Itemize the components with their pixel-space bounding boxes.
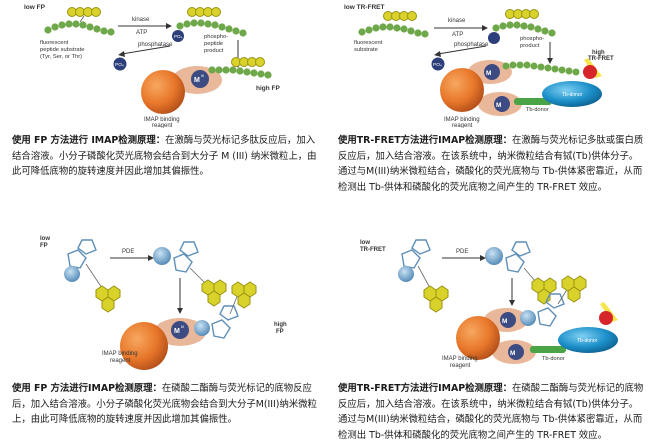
cyclic-nucleotide <box>398 239 449 313</box>
phosphate-icon <box>172 30 184 42</box>
caption-trfret-kinase: 使用TR-FRET方法进行IMAP检测原理：在激酶与荧光标记多肽或蛋白质反应后，… <box>338 133 646 195</box>
pde-label: PDE <box>456 249 468 255</box>
bound-peptide <box>502 61 580 76</box>
imap-bead: M III <box>141 66 222 114</box>
fluor-tag <box>95 285 121 313</box>
svg-text:M: M <box>486 70 491 77</box>
pde-label: PDE <box>122 249 134 255</box>
linear-product <box>485 241 557 305</box>
bound-product <box>520 275 587 327</box>
high-fp-label-2: FP <box>276 329 284 335</box>
panel-fp-pde: low FP PDE <box>0 223 326 446</box>
product-peptide: PO₄ <box>172 7 247 42</box>
caption-body: 在激酶与荧光标记多肽反应后，加入结合溶液。小分子磷酸化荧光底物会结合到大分子 M… <box>12 135 317 177</box>
bound-product <box>194 281 257 339</box>
reagent-label-2: reagent <box>152 123 173 128</box>
svg-text:M: M <box>510 350 515 357</box>
caption-title: 使用TR-FRET方法进行IMAP检测原理： <box>338 383 512 394</box>
reagent-label-2: reagent <box>452 123 473 128</box>
panel-fp-kinase: low FP fluorescent peptide substrate (Ty… <box>0 0 326 223</box>
substrate-peptide <box>358 11 429 38</box>
phosphatase-label: phosphatase <box>138 42 173 48</box>
high-fp-label: high FP <box>256 85 280 92</box>
reagent-label-1: IMAP binding <box>442 356 478 362</box>
product-label-1: phospho- <box>204 34 228 40</box>
fret-signal <box>599 302 618 325</box>
kinase-label: kinase <box>448 18 466 24</box>
product-label-2: peptide <box>204 41 223 47</box>
svg-text:PO₄: PO₄ <box>174 34 183 39</box>
high-fp-label-1: high <box>274 322 287 328</box>
figure-trfret-kinase: low TR-FRET fluorescent substrate <box>340 0 630 128</box>
low-fp-label: low FP <box>24 4 46 11</box>
substrate-label-1: fluorescent <box>354 40 383 46</box>
substrate-label-3: (Tyr, Ser, or Thr) <box>40 54 82 60</box>
caption-body: 在磷酸二酯酶与荧光标记的底物反应后，加入结合溶液。小分子磷酸化荧光底物会结合到大… <box>12 383 317 425</box>
bound-peptide <box>208 57 272 79</box>
fret-signal <box>583 58 602 79</box>
low-fp-label-1: low <box>40 236 50 242</box>
reagent-label-2: reagent <box>450 363 471 369</box>
caption-title: 使用 FP 方法进行 IMAP检测原理： <box>12 135 166 146</box>
substrate-label-2: substrate <box>354 47 378 53</box>
low-trfret-label: low TR-FRET <box>344 4 384 11</box>
cyclic-nucleotide <box>64 239 103 289</box>
reagent-label-1: IMAP binding <box>444 117 480 123</box>
svg-text:III: III <box>201 73 204 78</box>
panel-trfret-pde: low TR-FRET PDE <box>326 223 652 446</box>
product-label-2: product <box>520 43 540 49</box>
linear-product <box>153 241 227 307</box>
substrate-label-2: peptide substrate <box>40 47 84 53</box>
svg-text:M: M <box>502 318 507 325</box>
caption-title: 使用 FP 方法进行IMAP检测原理： <box>12 383 162 394</box>
atp-label: ATP <box>136 30 147 36</box>
caption-body: 在磷酸二酯酶与荧光标记的底物反应后，加入结合溶液。在该系统中，纳米微粒结合有铽(… <box>338 383 644 441</box>
imap-bead: M M <box>456 308 536 364</box>
svg-text:Tb-donor: Tb-donor <box>577 338 598 344</box>
po4-text: PO₄ <box>115 62 124 68</box>
svg-text:M: M <box>496 102 501 109</box>
high-trfret-label-1: high <box>592 50 605 56</box>
high-trfret-label-2: TR-FRET <box>588 56 614 62</box>
caption-fp-kinase: 使用 FP 方法进行 IMAP检测原理：在激酶与荧光标记多肽反应后，加入结合溶液… <box>12 133 317 180</box>
phosphatase-label: phosphatase <box>454 42 489 48</box>
reagent-label-1: IMAP binding <box>102 351 138 357</box>
svg-text:Tb-donor: Tb-donor <box>562 92 583 98</box>
low-trfret-label-2: TR-FRET <box>360 247 386 253</box>
product-label-1: phospho- <box>520 36 544 42</box>
kinase-label: kinase <box>132 17 150 23</box>
svg-text:M: M <box>194 77 200 84</box>
tb-donor: Tb-donor <box>514 81 602 107</box>
substrate-label-1: fluorescent <box>40 40 69 46</box>
product-label-3: product <box>204 48 224 54</box>
caption-body: 在激酶与荧光标记多肽或蛋白质反应后，加入结合溶液。在该系统中，纳米微粒结合有铽(… <box>338 135 644 193</box>
figure-fp-kinase: low FP fluorescent peptide substrate (Ty… <box>20 0 305 128</box>
tb-donor-label: Tb-donor <box>542 356 565 362</box>
imap-bead: M III <box>120 318 206 370</box>
low-trfret-label-1: low <box>360 240 370 246</box>
tb-donor-label: Tb-donor <box>526 107 549 113</box>
caption-fp-pde: 使用 FP 方法进行IMAP检测原理：在磷酸二酯酶与荧光标记的底物反应后，加入结… <box>12 381 318 428</box>
tb-donor: Tb-donor <box>530 327 618 353</box>
figure-trfret-pde: low TR-FRET PDE <box>356 228 636 374</box>
atp-label: ATP <box>452 32 463 38</box>
caption-trfret-pde: 使用TR-FRET方法进行IMAP检测原理：在磷酸二酯酶与荧光标记的底物反应后，… <box>338 381 646 443</box>
imap-bead: M M <box>440 60 522 116</box>
caption-title: 使用TR-FRET方法进行IMAP检测原理： <box>338 135 512 146</box>
panel-trfret-kinase: low TR-FRET fluorescent substrate <box>326 0 652 223</box>
substrate-peptide <box>44 7 115 36</box>
figure-fp-pde: low FP PDE <box>30 228 300 374</box>
low-fp-label-2: FP <box>40 243 48 249</box>
reagent-label-1: IMAP binding <box>144 117 180 123</box>
svg-text:M: M <box>174 328 180 335</box>
free-phosphate-icon <box>113 57 127 71</box>
free-phosphate-icon <box>431 57 445 71</box>
svg-text:III: III <box>181 324 184 329</box>
reagent-label-2: reagent <box>110 358 131 364</box>
po4-text: PO₄ <box>433 62 442 68</box>
product-peptide <box>488 9 556 44</box>
